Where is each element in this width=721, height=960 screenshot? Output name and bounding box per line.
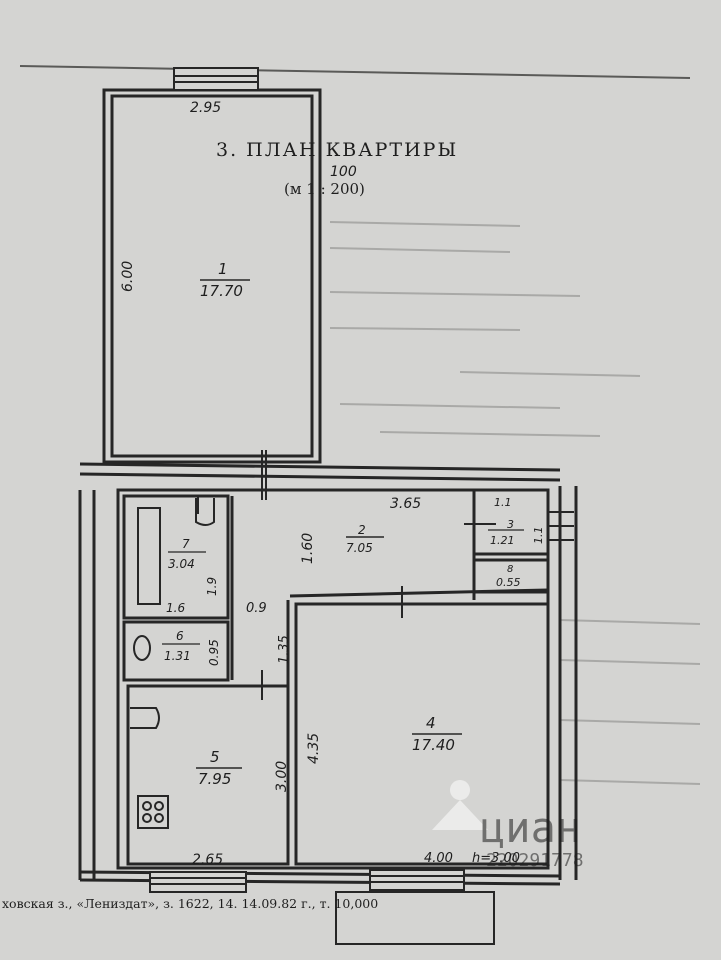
dim-toilet-height: 0.95 <box>207 639 221 666</box>
room-4-area: 17.40 <box>412 736 455 754</box>
door-marks <box>197 450 574 700</box>
dim-room4-height: 4.35 <box>306 733 322 764</box>
dim-kitchen-height: 3.00 <box>274 761 290 792</box>
bathtub-icon <box>137 507 161 605</box>
room-6-number: 6 <box>176 629 184 643</box>
room-6-area: 1.31 <box>164 649 191 663</box>
print-footer: ховская з., «Лениздат», з. 1622, 14. 14.… <box>2 896 378 911</box>
room-8-area: 0.55 <box>496 576 521 589</box>
watermark-number: 220291778 <box>486 850 584 871</box>
room-7-number: 7 <box>182 537 190 551</box>
house-pin-icon <box>432 800 488 830</box>
room-1-number: 1 <box>218 260 228 278</box>
dim-closet-width: 1.1 <box>494 496 512 509</box>
room-labels: 1 17.70 2 7.05 3 1.21 4 17.40 5 7.95 6 1… <box>162 260 524 788</box>
room-1-area: 17.70 <box>200 282 243 300</box>
dim-room4-width: 4.00 <box>424 851 453 866</box>
background-print-lines <box>329 221 701 785</box>
scale-correction: 100 <box>330 164 357 180</box>
dim-room4-ceiling: h=3.00 <box>472 851 520 866</box>
room-4-number: 4 <box>426 714 436 732</box>
kitchen-sink-icon <box>130 707 160 729</box>
room-8-number: 8 <box>507 564 513 575</box>
balcony <box>335 891 495 945</box>
bath-sink-icon <box>195 498 215 526</box>
watermark-brand: циан <box>480 803 581 852</box>
dim-corridor-length: 3.65 <box>390 496 421 512</box>
dim-hall-height: 1.35 <box>277 635 292 664</box>
dim-bath-height: 1.9 <box>205 577 219 596</box>
dim-hall-width: 0.9 <box>246 601 267 616</box>
dimension-labels: 2.95 6.00 1.60 3.65 1.1 1.1 1.9 1.6 0.95… <box>120 100 545 868</box>
room-5-number: 5 <box>210 748 220 766</box>
room-2-area: 7.05 <box>346 541 373 555</box>
dim-bath-width: 1.6 <box>166 601 185 615</box>
plan-scale: (м 1 : 200) <box>284 180 365 198</box>
paper-border-line <box>19 65 691 79</box>
dim-closet-height: 1.1 <box>532 527 545 545</box>
dim-room1-length: 6.00 <box>120 261 136 292</box>
room-2-number: 2 <box>358 523 366 537</box>
room-7-area: 3.04 <box>168 557 195 571</box>
room-3-area: 1.21 <box>490 534 515 547</box>
room-3-number: 3 <box>507 518 514 531</box>
plan-title: 3. ПЛАН КВАРТИРЫ <box>216 139 458 161</box>
cian-watermark: циан 220291778 <box>432 780 584 871</box>
stove-icon <box>137 795 169 829</box>
dim-room1-width: 2.95 <box>190 100 221 116</box>
dim-kitchen-width: 2.65 <box>192 852 223 868</box>
dim-corridor-width: 1.60 <box>300 533 316 564</box>
room-5-area: 7.95 <box>198 770 231 788</box>
window-icons <box>149 67 465 893</box>
toilet-icon <box>133 635 151 661</box>
walls <box>78 88 578 886</box>
